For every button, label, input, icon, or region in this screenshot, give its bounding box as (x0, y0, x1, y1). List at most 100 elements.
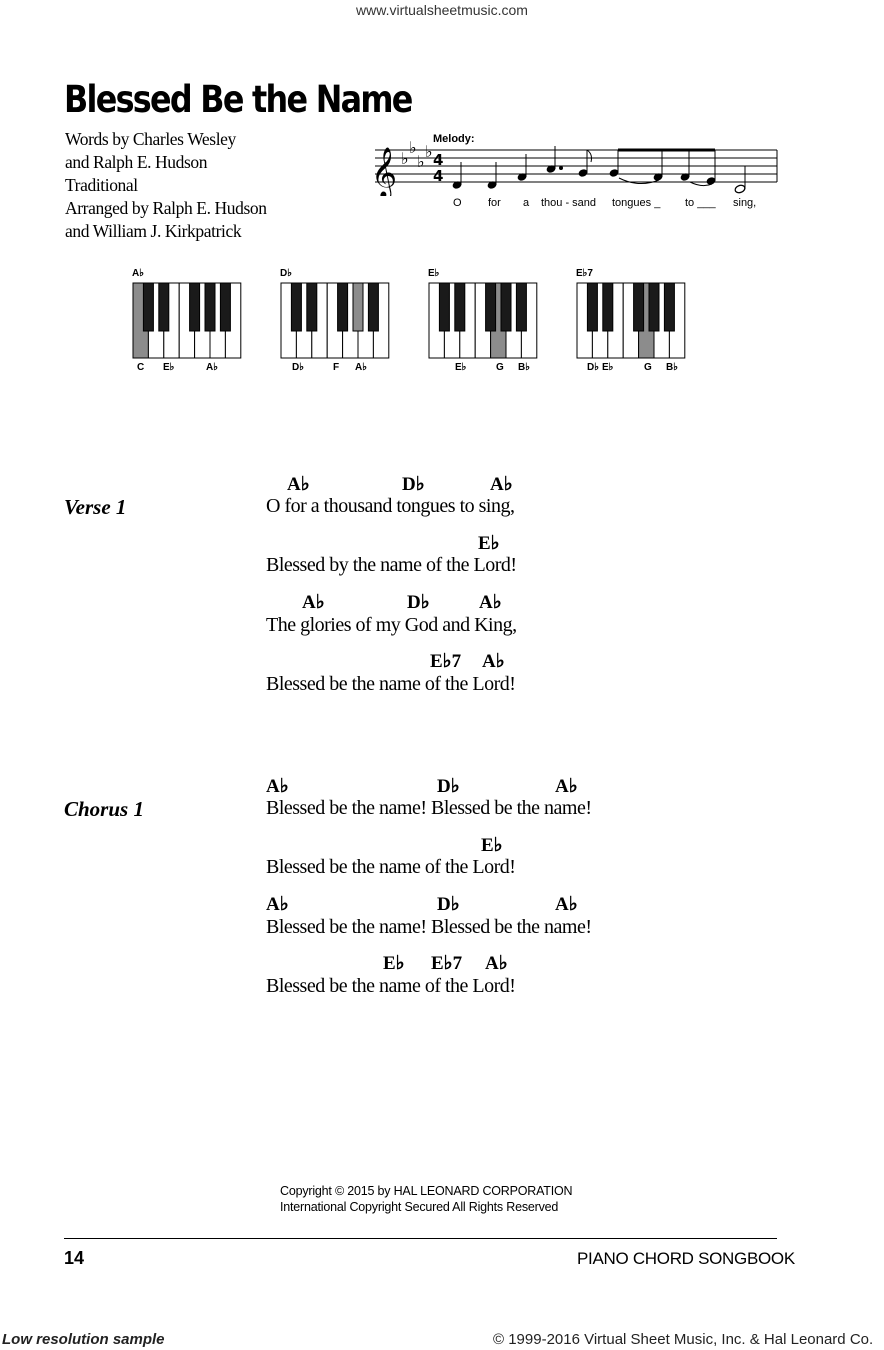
chord-note-label: D♭ (292, 362, 304, 373)
chord-symbol: A♭ (479, 592, 502, 613)
black-key (500, 282, 512, 332)
credit-line: Arranged by Ralph E. Hudson (65, 198, 267, 218)
chord-symbol: A♭ (485, 953, 508, 974)
chord-symbol: E♭7 (430, 651, 462, 672)
lyric-line: Blessed by the name of the Lord! (266, 554, 517, 576)
chord-symbol: D♭ (402, 474, 425, 495)
credit-line: Words by Charles Wesley (65, 129, 236, 149)
credit-line: and William J. Kirkpatrick (65, 221, 242, 241)
black-key (515, 282, 527, 332)
black-key (367, 282, 379, 332)
chord-note-label: E♭ (602, 362, 614, 373)
time-sig-top: 4 (433, 151, 443, 169)
chord-note-label: F (333, 362, 340, 373)
chord-symbol: E♭7 (431, 953, 463, 974)
chord-symbol: A♭ (555, 894, 578, 915)
chord-note-label: B♭ (666, 362, 678, 373)
lyric-line: Blessed be the name of the Lord! (266, 673, 516, 695)
song-credits: Words by Charles Wesley and Ralph E. Hud… (65, 128, 267, 243)
chord-note-label: C (137, 362, 145, 373)
black-key (633, 282, 645, 332)
melody-staff: 𝄞 ♭ ♭ ♭ ♭ 4 4 (371, 140, 778, 196)
lyric-line: The glories of my God and King, (266, 614, 517, 636)
verse-label: Verse 1 (64, 495, 127, 519)
chord-note-label: E♭ (455, 362, 467, 373)
black-key (306, 282, 318, 332)
footer-divider (64, 1238, 777, 1239)
site-copyright: © 1999-2016 Virtual Sheet Music, Inc. & … (493, 1331, 874, 1348)
chord-note-label: E♭ (163, 362, 175, 373)
chord-note-label: A♭ (355, 362, 367, 373)
time-sig-bottom: 4 (433, 167, 443, 185)
black-key (485, 282, 497, 332)
black-key (586, 282, 598, 332)
chord-symbol: A♭ (302, 592, 325, 613)
black-key (290, 282, 302, 332)
copyright-notice: Copyright © 2015 by HAL LEONARD CORPORAT… (280, 1183, 573, 1215)
chord-symbol: D♭ (437, 776, 460, 797)
black-key (648, 282, 660, 332)
chord-symbol: E♭ (481, 835, 503, 856)
chord-symbol: E♭ (383, 953, 405, 974)
chord-note-label: G (496, 362, 504, 373)
chord-diagram-name: E♭ (428, 268, 440, 279)
black-key (337, 282, 349, 332)
black-key (142, 282, 154, 332)
lyric-line: Blessed be the name of the Lord! (266, 975, 516, 997)
piano-keyboard (132, 282, 242, 359)
melody-label: Melody: (433, 133, 475, 145)
black-key (352, 282, 364, 332)
chord-note-label: A♭ (206, 362, 218, 373)
credit-line: and Ralph E. Hudson (65, 152, 208, 172)
piano-keyboard (280, 282, 390, 359)
copyright-line: International Copyright Secured All Righ… (280, 1200, 559, 1214)
black-key (189, 282, 201, 332)
chord-symbol: D♭ (437, 894, 460, 915)
flat-icon: ♭ (425, 142, 433, 161)
piano-keyboard (576, 282, 686, 359)
watermark-url: www.virtualsheetmusic.com (356, 2, 528, 18)
black-key (438, 282, 450, 332)
chord-diagram-name: E♭7 (576, 268, 593, 279)
treble-clef-icon: 𝄞 (371, 147, 397, 196)
book-title: PIANO CHORD SONGBOOK (577, 1249, 795, 1268)
chord-symbol: A♭ (287, 474, 310, 495)
melody-syllable: for (488, 197, 501, 209)
black-key (454, 282, 466, 332)
page-number: 14 (64, 1248, 85, 1268)
black-key (204, 282, 216, 332)
chord-symbol: A♭ (490, 474, 513, 495)
chord-symbol: A♭ (266, 776, 289, 797)
lyric-line: Blessed be the name! Blessed be the name… (266, 916, 592, 938)
copyright-line: Copyright © 2015 by HAL LEONARD CORPORAT… (280, 1184, 573, 1198)
song-title: Blessed Be the Name (64, 78, 413, 121)
black-key (602, 282, 614, 332)
flat-icon: ♭ (409, 140, 417, 157)
chord-symbol: D♭ (407, 592, 430, 613)
black-key (219, 282, 231, 332)
chord-symbol: A♭ (482, 651, 505, 672)
melody-syllable: a (523, 197, 530, 209)
lyric-line: Blessed be the name of the Lord! (266, 856, 516, 878)
chord-note-label: D♭ (587, 362, 599, 373)
chord-diagram-name: D♭ (280, 268, 292, 279)
chord-symbol: A♭ (555, 776, 578, 797)
flat-icon: ♭ (417, 152, 425, 171)
chord-symbol: A♭ (266, 894, 289, 915)
melody-syllable: thou - sand (541, 197, 597, 209)
melody-syllable: O (453, 197, 462, 209)
chord-diagram-name: A♭ (132, 268, 144, 279)
sample-notice: Low resolution sample (2, 1331, 165, 1348)
chord-note-label: G (644, 362, 652, 373)
lyric-line: O for a thousand tongues to sing, (266, 495, 515, 517)
melody-syllable: to ___ (685, 197, 716, 209)
chord-note-label: B♭ (518, 362, 530, 373)
black-key (663, 282, 675, 332)
lyric-line: Blessed be the name! Blessed be the name… (266, 797, 592, 819)
chorus-label: Chorus 1 (64, 797, 144, 821)
flat-icon: ♭ (401, 149, 409, 168)
melody-syllable: tongues _ (612, 197, 661, 209)
chord-symbol: E♭ (478, 533, 500, 554)
piano-keyboard (428, 282, 538, 359)
black-key (158, 282, 170, 332)
